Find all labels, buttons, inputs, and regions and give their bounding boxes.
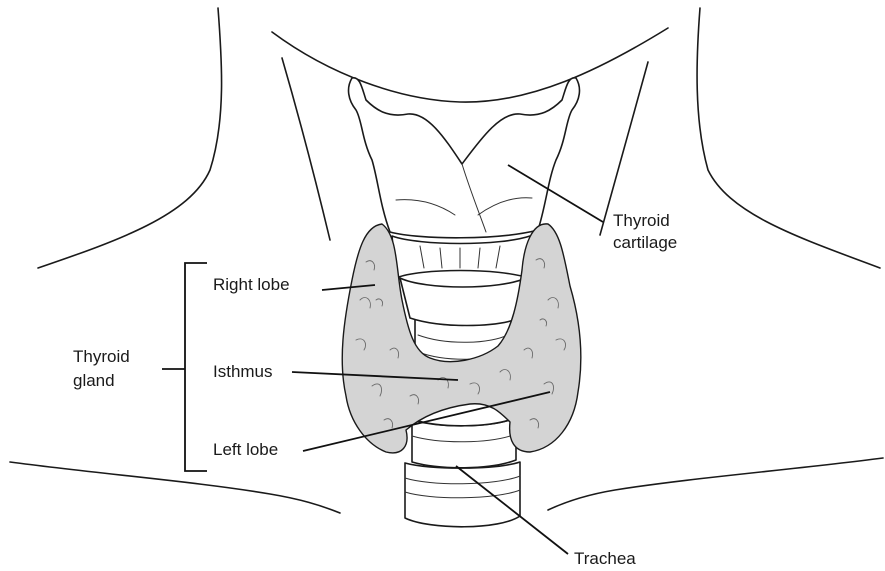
label-thyroid-cartilage-line2: cartilage <box>613 233 677 252</box>
label-isthmus: Isthmus <box>213 362 273 381</box>
label-right-lobe: Right lobe <box>213 275 290 294</box>
label-thyroid-gland-line2: gland <box>73 371 115 390</box>
label-thyroid-cartilage-line1: Thyroid <box>613 211 670 230</box>
thyroid-gland-bracket <box>162 263 207 471</box>
label-trachea: Trachea <box>574 549 636 568</box>
label-left-lobe: Left lobe <box>213 440 278 459</box>
label-thyroid-gland-line1: Thyroid <box>73 347 130 366</box>
